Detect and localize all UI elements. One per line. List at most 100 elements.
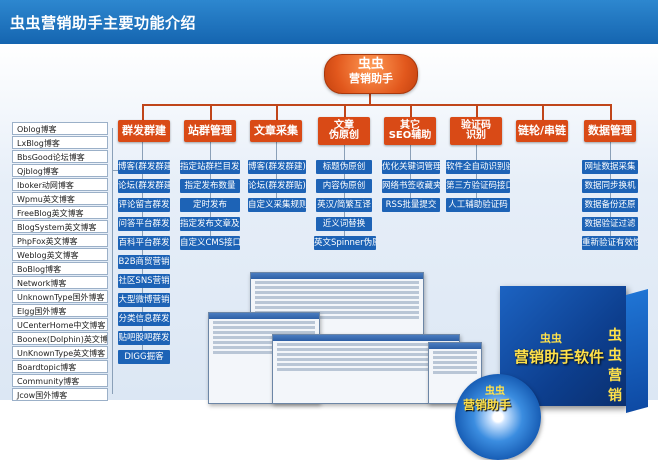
- disc-line2: 营销助手: [463, 398, 512, 412]
- category-seo-assist: 其它 SEO辅助: [384, 117, 436, 145]
- category-bus: [142, 104, 612, 106]
- product-brand-small: 虫虫: [540, 332, 562, 345]
- column-line: [610, 142, 611, 244]
- feature-item: 论坛(群发群贴): [248, 179, 306, 193]
- category-label: 文章采集: [254, 124, 298, 138]
- feature-item: 博客(群发群建): [248, 160, 306, 174]
- column-line: [476, 145, 477, 209]
- root-node: 虫虫 营销助手: [324, 54, 418, 94]
- feature-item: 人工辅助验证码: [446, 198, 510, 212]
- feature-item: 网址数据采集: [582, 160, 638, 174]
- header-bar: 虫虫营销助手主要功能介绍: [0, 0, 658, 44]
- category-captcha: 验证码 识别: [450, 117, 502, 145]
- feature-item: 数据备份还原: [582, 198, 638, 212]
- category-label-line1: 其它: [400, 119, 420, 131]
- feature-item: 分类信息群发: [118, 312, 170, 326]
- cat-drop: [276, 104, 278, 120]
- feature-item: 指定发布数量: [180, 179, 240, 193]
- cat-drop: [610, 104, 612, 120]
- feature-item: 重新验证有效性: [582, 236, 638, 250]
- feature-item: 博客(群发群建): [118, 160, 170, 174]
- feature-item: 指定站群栏目发布: [180, 160, 240, 174]
- platform-item: Elgg国外博客: [12, 304, 108, 317]
- column-line: [410, 145, 411, 209]
- category-label-line1: 验证码: [461, 119, 491, 131]
- feature-item: 第三方验证码接口: [446, 179, 510, 193]
- category-label: 群发群建: [122, 124, 166, 138]
- column-line: [344, 145, 345, 246]
- platform-item: Qjblog博客: [12, 164, 108, 177]
- feature-item: 定时发布: [180, 198, 240, 212]
- platform-item: Jcow国外博客: [12, 388, 108, 401]
- category-label: 链轮/串链: [517, 124, 567, 138]
- feature-item: B2B商贸营销: [118, 255, 170, 269]
- cat-drop: [476, 104, 478, 117]
- product-vertical-title: 虫虫营销: [608, 328, 622, 404]
- platform-item: UCenterHome中文博客: [12, 318, 108, 331]
- platform-item: PhpFox英文博客: [12, 234, 108, 247]
- cat-drop: [542, 104, 544, 120]
- cat-drop: [210, 104, 212, 120]
- feature-item: DIGG掘客: [118, 350, 170, 364]
- diagram-canvas: 虫虫 营销助手 群发群建 站群管理 文章采集 文章 伪原创 其它 SEO辅助 验…: [0, 44, 658, 460]
- product-disc: 虫虫 营销助手: [455, 374, 541, 460]
- feature-item: 软件全自动识别验证码: [446, 160, 510, 174]
- feature-item: 数据验证过滤: [582, 217, 638, 231]
- feature-item: 论坛(群发群建): [118, 179, 170, 193]
- platform-link: [112, 170, 120, 171]
- feature-item: 贴吧股吧群发: [118, 331, 170, 345]
- feature-item: 标题伪原创: [316, 160, 372, 174]
- feature-item: RSS批量提交: [382, 198, 440, 212]
- feature-item: 大型微博营销: [118, 293, 170, 307]
- feature-item: 数据同步换机: [582, 179, 638, 193]
- feature-item: 自定义CMS接口: [180, 236, 240, 250]
- category-data-manage: 数据管理: [584, 120, 636, 142]
- platform-item: UnknownType国外博客: [12, 290, 108, 303]
- platform-item: BbsGood论坛博客: [12, 150, 108, 163]
- category-link-wheel: 链轮/串链: [516, 120, 568, 142]
- platform-item: FreeBlog英文博客: [12, 206, 108, 219]
- platform-item: Oblog博客: [12, 122, 108, 135]
- platform-line: [112, 128, 113, 394]
- category-label-line1: 文章: [334, 119, 354, 131]
- cat-drop: [344, 104, 346, 117]
- category-site-group: 站群管理: [184, 120, 236, 142]
- platform-item: Wpmu英文博客: [12, 192, 108, 205]
- category-label: 数据管理: [588, 124, 632, 138]
- category-label-line2: 识别: [466, 130, 486, 141]
- platform-item: Boonex(Dolphin)英文博客: [12, 332, 108, 345]
- root-line1: 虫虫: [357, 57, 384, 72]
- feature-item: 内容伪原创: [316, 179, 372, 193]
- root-line2: 营销助手: [349, 71, 393, 85]
- platform-item: Weblog英文博客: [12, 248, 108, 261]
- category-mass-post: 群发群建: [118, 120, 170, 142]
- category-article-collect: 文章采集: [250, 120, 302, 142]
- feature-item: 网络书签收藏夹: [382, 179, 440, 193]
- platform-item: Network博客: [12, 276, 108, 289]
- feature-item: 指定发布文章及分组: [180, 217, 240, 231]
- feature-item: 英汉/简繁互译: [316, 198, 372, 212]
- feature-item: 英文Spinner伪原创: [314, 236, 376, 250]
- cat-drop: [142, 104, 144, 120]
- product-box-side: [626, 289, 648, 413]
- disc-line1: 虫虫: [485, 386, 505, 397]
- root-connector: [369, 92, 371, 104]
- platform-item: BoBlog博客: [12, 262, 108, 275]
- feature-item: 百科平台群发: [118, 236, 170, 250]
- platform-item: LxBlog博客: [12, 136, 108, 149]
- platform-item: Community博客: [12, 374, 108, 387]
- cat-drop: [410, 104, 412, 117]
- category-label-line2: SEO辅助: [388, 130, 432, 141]
- platform-item: Iboker动网博客: [12, 178, 108, 191]
- feature-item: 自定义采集规则: [248, 198, 306, 212]
- category-label: 站群管理: [188, 124, 232, 138]
- column-line: [210, 142, 211, 244]
- category-pseudo-original: 文章 伪原创: [318, 117, 370, 145]
- software-screenshot: [208, 312, 320, 404]
- feature-item: 评论留言群发: [118, 198, 170, 212]
- feature-item: 优化关键词管理: [382, 160, 440, 174]
- platform-item: Boardtopic博客: [12, 360, 108, 373]
- page-title: 虫虫营销助手主要功能介绍: [10, 14, 197, 32]
- product-brand: 营销助手软件: [514, 348, 605, 366]
- platform-item: BlogSystem英文博客: [12, 220, 108, 233]
